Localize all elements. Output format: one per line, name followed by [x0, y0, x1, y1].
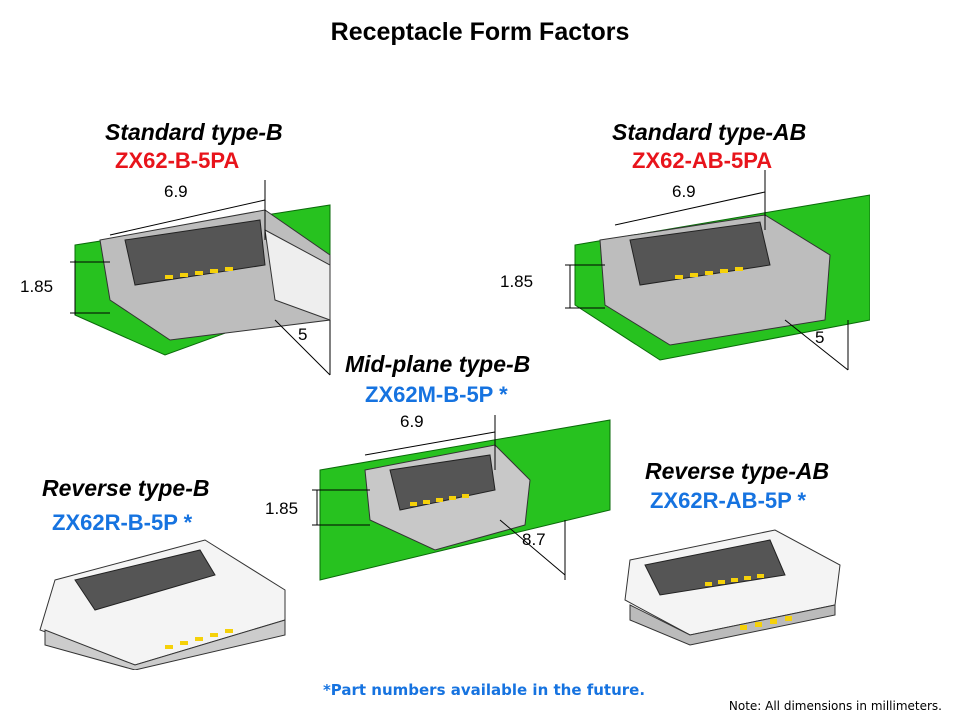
mid-plane-type-b-height-dim: 1.85 — [265, 499, 299, 518]
standard-type-ab-width-dim: 6.9 — [672, 182, 696, 201]
reverse-type-ab-part-number: ZX62R-AB-5P * — [650, 488, 807, 513]
standard-type-b-depth-dim: 5 — [298, 325, 308, 344]
mid-plane-type-b-image — [312, 415, 611, 581]
reverse-type-b-label: Reverse type-B — [42, 475, 210, 501]
standard-type-ab-part-number: ZX62-AB-5PA — [632, 148, 773, 173]
standard-type-b-label: Standard type-B — [105, 119, 283, 145]
standard-type-ab-height-dim: 1.85 — [500, 272, 534, 291]
reverse-type-ab-image — [624, 529, 841, 646]
standard-type-b-image — [70, 180, 331, 376]
reverse-type-ab-label: Reverse type-AB — [645, 458, 830, 484]
standard-type-ab-label: Standard type-AB — [612, 119, 807, 145]
units-note: Note: All dimensions in millimeters. — [728, 699, 942, 713]
slide-title: Receptacle Form Factors — [330, 18, 630, 46]
mid-plane-type-b-depth-dim: 8.7 — [522, 530, 546, 549]
mid-plane-type-b-label: Mid-plane type-B — [345, 351, 531, 377]
standard-type-b-height-dim: 1.85 — [20, 277, 54, 296]
reverse-type-b-part-number: ZX62R-B-5P * — [52, 510, 193, 535]
footnote: *Part numbers available in the future. — [322, 681, 646, 699]
standard-type-b-width-dim: 6.9 — [164, 182, 188, 201]
standard-type-b-part-number: ZX62-B-5PA — [115, 148, 240, 173]
mid-plane-type-b-width-dim: 6.9 — [400, 412, 424, 431]
standard-type-ab-depth-dim: 5 — [815, 328, 825, 347]
standard-type-ab-image — [565, 170, 870, 371]
reverse-type-b-image — [39, 539, 286, 670]
mid-plane-type-b-part-number: ZX62M-B-5P * — [365, 382, 508, 407]
